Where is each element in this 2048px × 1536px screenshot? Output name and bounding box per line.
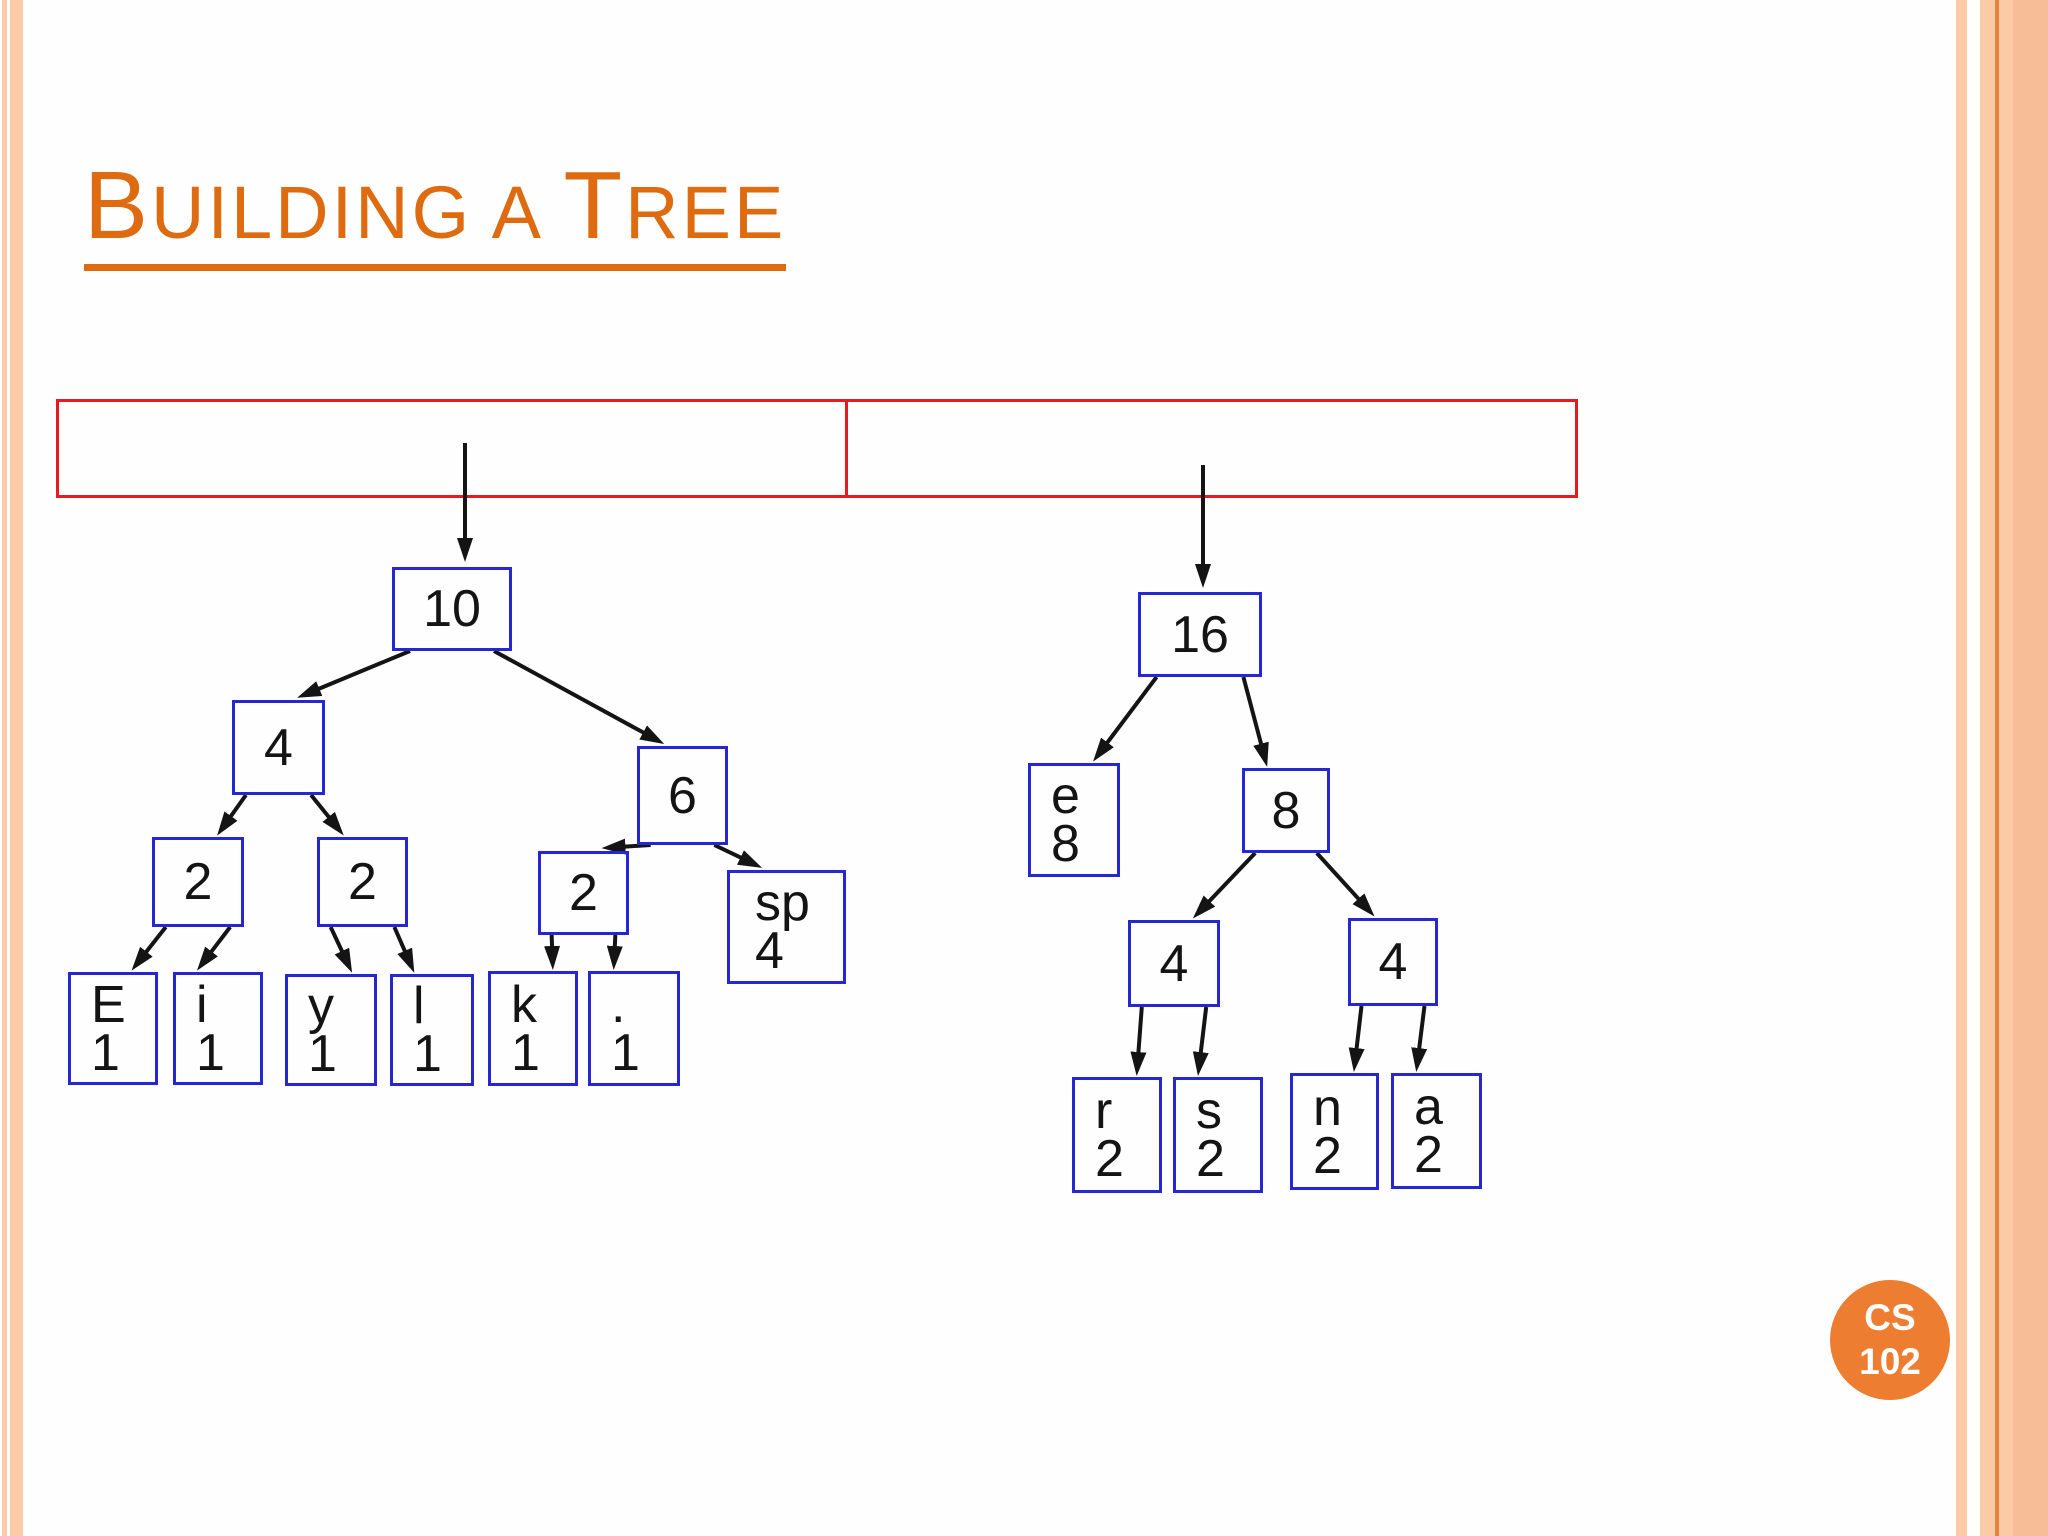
node-label-line: 2 xyxy=(1313,1126,1342,1185)
node-label-line: n xyxy=(1313,1078,1342,1137)
title-small-caps: REE xyxy=(625,171,787,254)
node-label-line: sp xyxy=(755,874,810,932)
node-label-line: y xyxy=(308,977,334,1035)
tree-node-n6: 6 xyxy=(637,746,728,845)
node-label-line: 10 xyxy=(423,580,481,638)
frequency-table-outline xyxy=(56,399,1578,498)
tree-edge-n10-n4 xyxy=(297,649,411,698)
node-label-line: 4 xyxy=(1378,933,1408,991)
node-label-line: 1 xyxy=(91,1023,120,1082)
tree-edge-n6-nsp xyxy=(713,843,763,868)
node-label-line: 2 xyxy=(183,853,213,911)
tree-node-n2b: 2 xyxy=(317,837,408,927)
tree-edge-m4l-ms xyxy=(1192,1006,1209,1076)
node-label-line: 1 xyxy=(196,1023,225,1082)
node-label-line: 2 xyxy=(348,853,377,911)
tree-edge-m8-m4l xyxy=(1192,851,1257,919)
frequency-table-divider xyxy=(845,402,848,495)
tree-node-nd: .1 xyxy=(588,971,680,1086)
tree-edge-m4r-ma xyxy=(1411,1005,1428,1072)
node-label-line: 16 xyxy=(1171,605,1229,664)
tree-node-n2a: 2 xyxy=(152,837,244,927)
node-label-line: l xyxy=(413,977,425,1035)
tree-node-n4: 4 xyxy=(232,700,325,795)
node-label-line: 1 xyxy=(413,1025,442,1083)
tree-edge-n2c-nd xyxy=(606,934,623,970)
node-label-line: 1 xyxy=(308,1025,337,1083)
tree-edge-m16-m8 xyxy=(1241,676,1269,767)
page-title: BUILDING A TREE xyxy=(84,158,787,271)
tree-node-m4r: 4 xyxy=(1348,918,1438,1006)
tree-edge-m4l-mr xyxy=(1130,1006,1147,1076)
title-large-caps: T xyxy=(563,152,626,259)
tree-node-n10: 10 xyxy=(392,567,512,651)
tree-edge-n10-n6 xyxy=(493,649,665,744)
node-label-line: 2 xyxy=(569,864,598,922)
node-label-line: 2 xyxy=(1196,1130,1225,1188)
node-label-line: 4 xyxy=(264,718,293,777)
tree-node-m8: 8 xyxy=(1242,768,1330,853)
node-label-line: 8 xyxy=(1271,781,1301,840)
node-label-line: 4 xyxy=(1159,934,1189,993)
tree-edge-n2b-ny xyxy=(328,926,353,973)
tree-node-m16: 16 xyxy=(1138,592,1262,677)
node-label-line: 8 xyxy=(1051,815,1080,873)
title-large-caps: B xyxy=(84,152,152,259)
node-label-line: i xyxy=(196,975,208,1034)
tree-edge-m8-m4r xyxy=(1315,851,1375,917)
tree-edge-n4-n2a xyxy=(217,793,248,836)
tree-edge-n2a-ni xyxy=(196,925,232,971)
title-small-caps: UILDING A xyxy=(151,171,564,254)
node-label-line: e xyxy=(1051,767,1080,825)
tree-edge-m4r-mn xyxy=(1348,1005,1365,1072)
tree-edge-n2a-nE xyxy=(131,925,168,971)
cs102-badge: CS 102 xyxy=(1830,1280,1950,1400)
node-label-line: 2 xyxy=(1095,1130,1124,1188)
node-label-line: 4 xyxy=(755,922,784,980)
node-label-line: 6 xyxy=(668,766,697,825)
node-label-line: . xyxy=(611,975,626,1034)
node-label-line: E xyxy=(91,975,126,1034)
tree-edge-m16-me8 xyxy=(1093,675,1159,762)
badge-line-2: 102 xyxy=(1859,1341,1921,1382)
badge-line-1: CS xyxy=(1864,1297,1916,1338)
node-label-line: k xyxy=(511,975,537,1034)
node-label-line: r xyxy=(1095,1082,1113,1140)
node-label-line: 1 xyxy=(511,1023,540,1082)
right-border-stripes xyxy=(1956,0,2048,1536)
tree-edge-n2b-nl xyxy=(392,926,415,973)
node-label-line: s xyxy=(1196,1082,1222,1140)
node-label-line: a xyxy=(1414,1078,1443,1136)
node-label-line: 2 xyxy=(1414,1126,1443,1184)
tree-node-n2c: 2 xyxy=(538,851,629,935)
tree-edge-n4-n2b xyxy=(309,793,344,836)
tree-node-m4l: 4 xyxy=(1128,920,1220,1007)
left-border-stripes xyxy=(0,0,26,1536)
tree-edge-n6-n2c xyxy=(601,838,651,855)
node-label-line: 1 xyxy=(611,1023,640,1082)
